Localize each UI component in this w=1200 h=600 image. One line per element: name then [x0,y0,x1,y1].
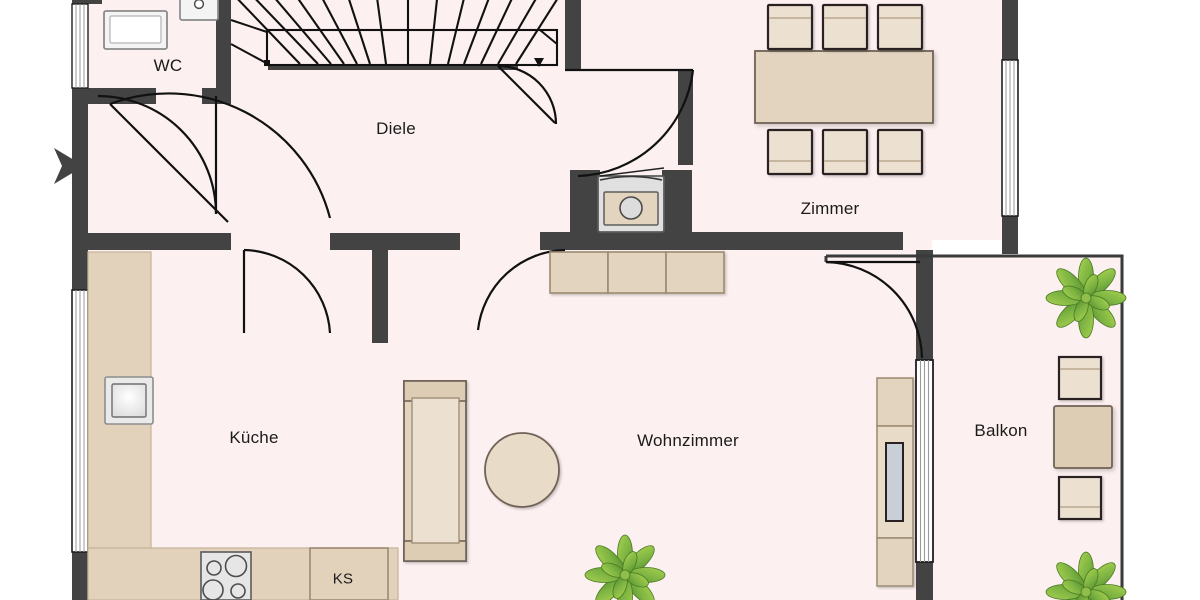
sideboard-wohnzimmer [549,251,725,294]
doors [97,64,924,359]
fireplace-unit [597,167,665,233]
room-label-wc: WC [153,56,183,75]
door-zimmer [565,68,695,178]
wall-niche-bottom [540,232,726,250]
tv-sideboard [876,377,914,587]
window-wohnzimmer-balcony [915,359,934,563]
door-kueche [242,248,332,334]
balcony-table [1053,405,1113,469]
room-label-balkon: Balkon [974,421,1028,440]
dining-chair [821,128,869,176]
door-entrance [109,92,332,223]
wall-balcony-top [916,250,933,362]
dining-set [754,3,934,176]
dining-table [754,50,934,124]
room-label-diele: Diele [376,119,416,138]
dining-chair [876,128,924,176]
window-kitchen-left [71,289,89,553]
kitchen-counter-left [87,251,152,600]
wall-diele-bottom-left [86,233,231,250]
windows [71,3,1019,563]
wall-kueche-wohnzimmer [372,233,388,343]
sofa [403,380,467,562]
wall-wc-diele [216,0,231,95]
fridge-unit [309,547,389,600]
wall-diele-bottom-right [330,233,460,250]
plant [1045,257,1127,339]
balcony-chair [1057,475,1103,521]
room-label-wohnzimmer: Wohnzimmer [637,431,739,450]
toilet [179,0,219,21]
dining-chair [821,3,869,51]
wall-zimmer-left [678,70,693,165]
wall-wc-bottom-left [86,88,156,104]
door-wohnzimmer [476,248,566,331]
kitchen-sink [104,376,154,425]
room-label-zimmer: Zimmer [800,199,860,218]
staircase [230,0,565,70]
wall-balcony-bottom [916,560,933,600]
door-balcony [825,260,924,359]
wc-fixtures [103,0,219,50]
room-label-kueche: Küche [229,428,279,447]
cooktop [200,551,252,600]
wall-zimmer-right-a [1002,50,1018,62]
balcony-furniture [1053,355,1113,521]
washbasin [103,10,168,50]
dining-chair [766,128,814,176]
floor-lower [86,240,932,600]
dining-chair [876,3,924,51]
window-wc-left [71,3,89,89]
wall-diele-zimmer [565,0,581,70]
wall-niche-right [662,170,692,232]
floor-slabs [86,0,1124,600]
kitchen-units [87,251,399,600]
wall-top-left [72,0,102,4]
coffee-table [484,432,560,508]
door-stair-landing [497,64,558,125]
television [885,442,904,522]
wall-niche-left [570,170,600,232]
appliance-label-ks: KS [332,570,354,588]
wall-zimmer-right-b [1002,214,1018,254]
wall-zimmer-bottom [693,232,903,250]
window-zimmer-right [1001,59,1019,217]
dining-chair [766,3,814,51]
balcony-chair [1057,355,1103,401]
wall-zimmer-right-top [1002,0,1018,50]
entrance-arrow-icon [54,148,84,184]
